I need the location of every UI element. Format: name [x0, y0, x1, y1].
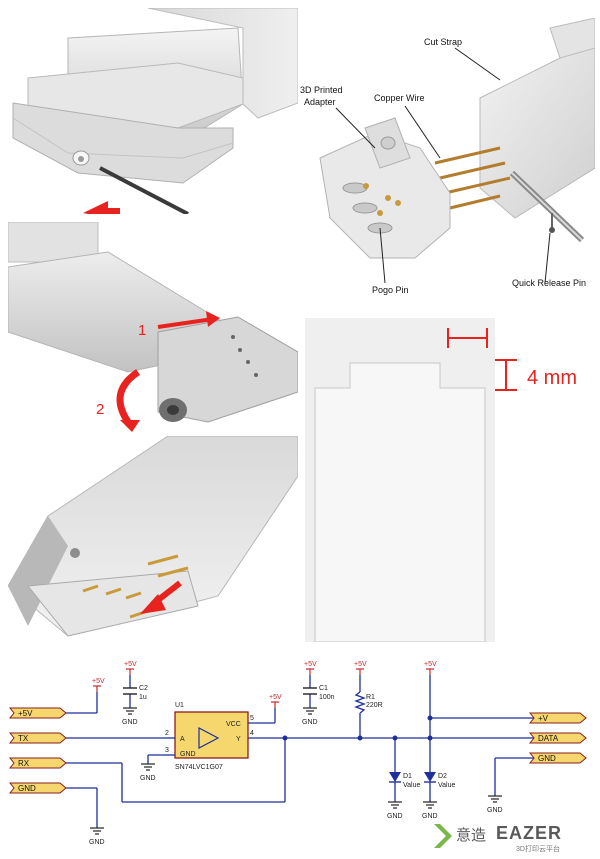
u1-pin-a: A	[180, 736, 185, 743]
insert-arrow	[83, 201, 120, 214]
brand-chinese: 意造	[456, 826, 486, 844]
port-left-rx: RX	[8, 757, 67, 769]
exploded-illustration: Cut Strap 3D Printed Adapter Copper Wire…	[300, 18, 595, 295]
circuit-schematic: +5V TX RX GND +V DATA GND +5V +5V +5V +5…	[8, 661, 587, 846]
label-quick-release-pin: Quick Release Pin	[512, 278, 586, 288]
svg-text:GND: GND	[538, 754, 556, 763]
u1-pin-vcc: VCC	[226, 721, 241, 728]
r1-ref: R1	[366, 694, 375, 701]
step2-label: 2	[96, 401, 104, 418]
step2-arrow	[116, 369, 141, 424]
power-label: +5V	[124, 661, 137, 668]
d1-value: Value	[403, 782, 420, 789]
panel-strap-dimension: 4 mm	[305, 318, 595, 642]
strap-end-illustration	[8, 8, 298, 214]
power-label: +5V	[269, 694, 282, 701]
r1-value: 220R	[366, 702, 383, 709]
panel-adapter-closeup	[8, 436, 298, 642]
power-label: +5V	[304, 661, 317, 668]
label-copper-wire: Copper Wire	[374, 93, 425, 103]
c1-value: 100n	[319, 694, 335, 701]
ground-label: GND	[302, 719, 318, 726]
label-cut-strap: Cut Strap	[424, 37, 462, 47]
d1-ref: D1	[403, 773, 412, 780]
label-printed-adapter-line1: 3D Printed	[300, 85, 343, 95]
svg-text:+5V: +5V	[18, 709, 33, 718]
u1-pin-gnd: GND	[180, 751, 196, 758]
port-left-5v: +5V	[8, 707, 67, 719]
u1-pin5: 5	[250, 715, 254, 722]
adapter-closeup-illustration	[8, 436, 298, 637]
hinge-illustration: 1 2	[8, 222, 298, 432]
ground-symbols	[90, 707, 502, 835]
u1-pin4: 4	[250, 730, 254, 737]
u1-part: SN74LVC1G07	[175, 764, 223, 771]
panel-hinge-steps: 1 2	[8, 222, 298, 432]
port-right-v: +V	[528, 712, 587, 724]
port-left-tx: TX	[8, 732, 67, 744]
strap-dimension-illustration: 4 mm	[305, 318, 577, 642]
svg-text:+V: +V	[538, 714, 549, 723]
brand-name: EAZER	[496, 823, 562, 843]
port-right-data: DATA	[528, 732, 587, 744]
u1-ref: U1	[175, 702, 184, 709]
step1-label: 1	[138, 322, 146, 339]
power-label: +5V	[424, 661, 437, 668]
step1-arrow	[157, 317, 214, 329]
brand-logo: 意造 EAZER 3D打印云平台	[432, 818, 597, 854]
c2-value: 1u	[139, 694, 147, 701]
port-right-gnd: GND	[528, 752, 587, 764]
u1-pin3: 3	[165, 747, 169, 754]
svg-text:DATA: DATA	[538, 734, 559, 743]
brand-tagline: 3D打印云平台	[516, 844, 560, 853]
ground-label: GND	[387, 813, 403, 820]
ground-label: GND	[487, 807, 503, 814]
brand-chevron-icon	[434, 824, 452, 848]
svg-text:RX: RX	[18, 759, 30, 768]
port-left-gnd: GND	[8, 782, 67, 794]
d2-ref: D2	[438, 773, 447, 780]
label-pogo-pin: Pogo Pin	[372, 285, 409, 295]
svg-text:TX: TX	[18, 734, 29, 743]
ground-label: GND	[422, 813, 438, 820]
u1-pin-y: Y	[236, 736, 241, 743]
panel-exploded-view: Cut Strap 3D Printed Adapter Copper Wire…	[300, 18, 595, 308]
power-label: +5V	[354, 661, 367, 668]
svg-text:GND: GND	[18, 784, 36, 793]
label-printed-adapter-line2: Adapter	[304, 97, 336, 107]
diode-d1	[389, 772, 401, 783]
c2-ref: C2	[139, 685, 148, 692]
panel-strap-end	[8, 8, 298, 214]
ground-label: GND	[122, 719, 138, 726]
u1-pin2: 2	[165, 730, 169, 737]
dimension-label: 4 mm	[527, 367, 577, 389]
power-label: +5V	[92, 678, 105, 685]
ground-label: GND	[140, 775, 156, 782]
c1-ref: C1	[319, 685, 328, 692]
diode-d2	[424, 772, 436, 783]
ground-label: GND	[89, 839, 105, 846]
d2-value: Value	[438, 782, 455, 789]
